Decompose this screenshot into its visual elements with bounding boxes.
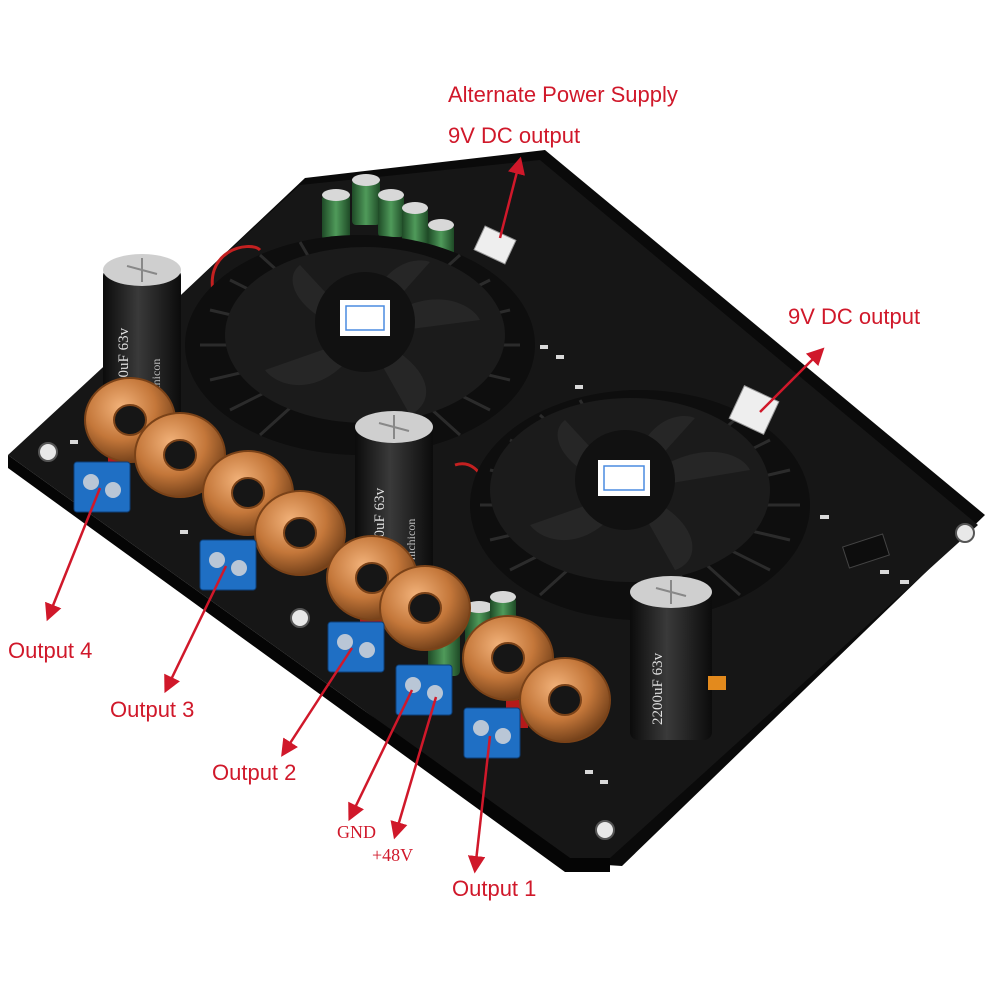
heatsink-fan-left bbox=[185, 235, 535, 455]
dc-output-connector bbox=[728, 384, 780, 436]
wire bbox=[210, 245, 262, 301]
mounting-hole-icon bbox=[38, 442, 58, 462]
label-gnd: GND bbox=[337, 822, 376, 842]
terminal-block-icon bbox=[199, 539, 257, 591]
arrow-icon bbox=[498, 156, 525, 239]
arrow-icon bbox=[759, 347, 825, 413]
annotation-arrows bbox=[45, 156, 825, 874]
capacitor-brand: nichicon bbox=[404, 519, 418, 560]
heatsink-fan-right bbox=[470, 390, 810, 620]
mounting-hole-icon bbox=[595, 820, 615, 840]
toroid-inductor-icon bbox=[84, 377, 611, 743]
arrow-icon bbox=[164, 565, 228, 694]
capacitor-label: 2200uF 63v bbox=[650, 652, 666, 725]
terminal-block-icon bbox=[395, 664, 453, 716]
arrow-icon bbox=[467, 735, 492, 874]
ic-chip-icon bbox=[841, 533, 891, 569]
capacitor-icon bbox=[630, 576, 712, 740]
label-alt-9v-dc-output: 9V DC output bbox=[448, 123, 581, 148]
mounting-hole-icon bbox=[955, 523, 975, 543]
label-alternate-power-supply: Alternate Power Supply bbox=[448, 82, 678, 107]
arrow-icon bbox=[348, 689, 414, 822]
small-capacitor bbox=[708, 676, 726, 690]
mounting-hole-icon bbox=[290, 608, 310, 628]
label-output-1: Output 1 bbox=[452, 876, 537, 901]
terminal-block-icon bbox=[327, 621, 385, 673]
label-output-2: Output 2 bbox=[212, 760, 297, 785]
arrow-icon bbox=[45, 487, 102, 622]
label-output-4: Output 4 bbox=[8, 638, 93, 663]
terminal-block-icon bbox=[463, 707, 521, 759]
label-output-3: Output 3 bbox=[110, 697, 195, 722]
arrow-icon bbox=[281, 647, 354, 757]
label-right-9v-dc-output: 9V DC output bbox=[788, 304, 921, 329]
label-plus-48v: +48V bbox=[372, 845, 414, 865]
arrow-icon bbox=[390, 696, 438, 840]
terminal-block-icon bbox=[73, 461, 131, 513]
